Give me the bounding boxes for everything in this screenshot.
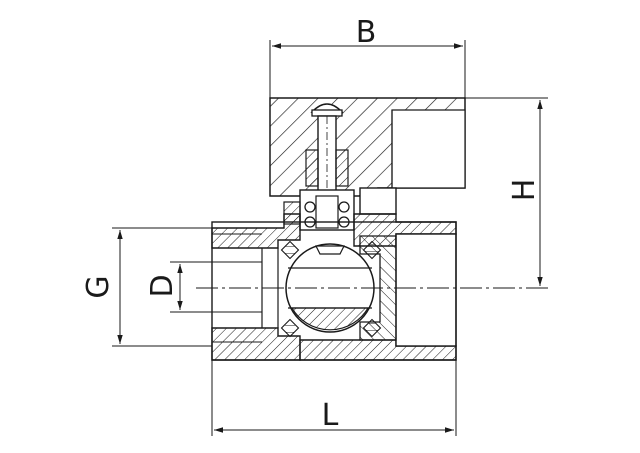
dimension-l-label: L: [322, 398, 339, 433]
dimension-d-label: D: [145, 274, 180, 297]
stem: [283, 103, 397, 231]
handle: [269, 97, 466, 197]
dimension-d: [170, 261, 262, 313]
dimension-g-label: G: [81, 275, 116, 298]
dimension-l: [211, 360, 457, 436]
dimension-g: [112, 227, 212, 347]
dimension-h-label: H: [507, 179, 542, 202]
valve-body: [211, 213, 457, 361]
dimension-b: [269, 40, 466, 98]
dimension-b-label: B: [356, 15, 377, 50]
dimension-h: [465, 97, 548, 286]
